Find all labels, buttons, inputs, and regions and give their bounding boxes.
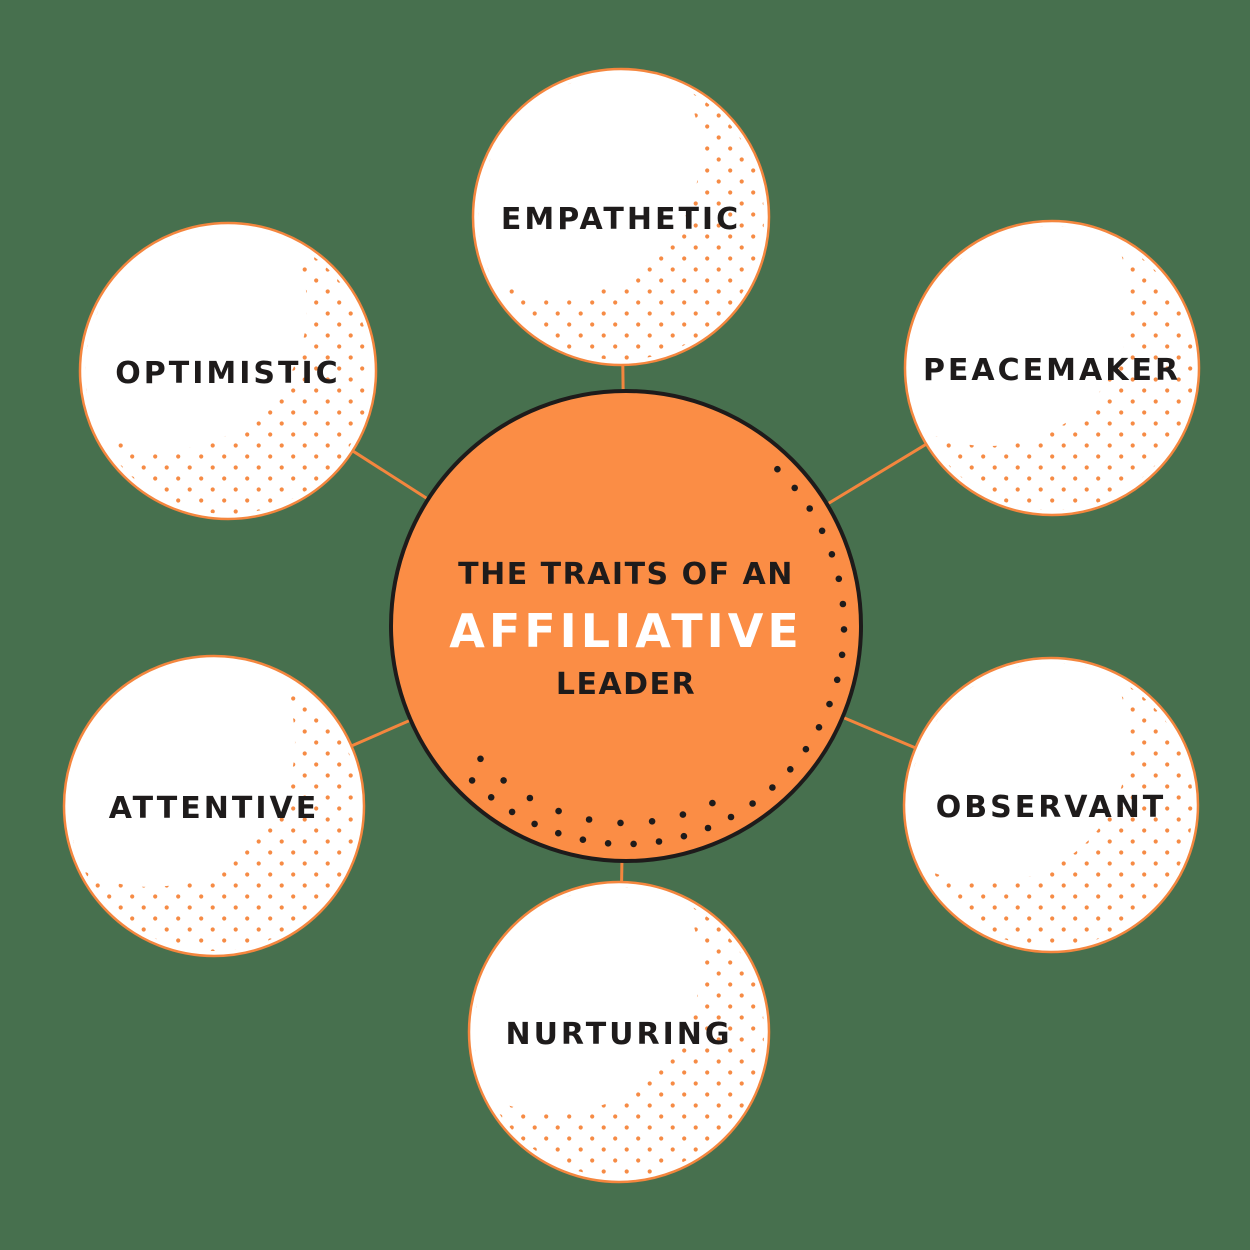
center-dots — [468, 465, 848, 848]
center-dot — [655, 838, 663, 845]
center-dot — [835, 575, 843, 583]
center-dot — [579, 836, 587, 843]
center-dot — [617, 819, 624, 827]
center-dot — [769, 784, 776, 791]
trait-circle-observant: OBSERVANT — [902, 656, 1200, 954]
center-dot — [828, 551, 836, 558]
center-dot — [840, 626, 848, 633]
dot-crescent — [474, 887, 764, 1177]
center-dot — [818, 527, 826, 535]
center-dot — [526, 794, 534, 802]
center-title-pre: THE TRAITS OF AN — [458, 557, 794, 592]
center-dot — [787, 766, 794, 773]
center-title-main: AFFILIATIVE — [449, 604, 803, 658]
trait-label-empathetic: EMPATHETIC — [501, 202, 741, 237]
trait-circle-attentive: ATTENTIVE — [62, 654, 366, 958]
dot-crescent — [69, 661, 359, 951]
center-dot — [487, 794, 495, 801]
trait-label-optimistic: OPTIMISTIC — [115, 356, 340, 391]
trait-circle-peacemaker: PEACEMAKER — [903, 219, 1201, 517]
center-dot — [838, 651, 846, 659]
center-dot — [749, 800, 756, 807]
trait-circle-optimistic: OPTIMISTIC — [78, 221, 378, 521]
center-dot — [531, 820, 538, 828]
center-dot — [679, 811, 687, 818]
center-dot — [680, 832, 688, 840]
center-dot — [815, 724, 823, 731]
trait-label-observant: OBSERVANT — [936, 790, 1167, 825]
center-dot — [585, 816, 593, 823]
dot-crescent — [478, 74, 764, 360]
center-circle — [389, 389, 863, 863]
center-dot — [839, 600, 847, 608]
center-dot — [802, 745, 810, 753]
trait-circle-nurturing: NURTURING — [467, 880, 771, 1184]
center-circle-group: THE TRAITS OF AN AFFILIATIVE LEADER — [389, 389, 863, 863]
trait-label-attentive: ATTENTIVE — [109, 791, 319, 826]
trait-circle-empathetic: EMPATHETIC — [471, 67, 771, 367]
dot-crescent — [910, 226, 1194, 510]
dot-crescent — [909, 663, 1193, 947]
trait-label-peacemaker: PEACEMAKER — [923, 353, 1181, 388]
center-dot — [833, 676, 841, 684]
center-dot — [826, 700, 833, 708]
trait-label-nurturing: NURTURING — [505, 1017, 732, 1052]
dot-crescent — [85, 228, 371, 514]
center-dot — [704, 824, 712, 832]
center-dot — [468, 777, 476, 784]
center-dot — [477, 755, 484, 763]
center-dot — [500, 777, 507, 784]
center-dot — [508, 808, 516, 816]
center-dot — [630, 840, 637, 848]
center-dot — [709, 799, 716, 807]
center-dot — [604, 840, 612, 847]
center-dot — [648, 818, 656, 825]
center-dot — [774, 465, 781, 473]
center-dot — [727, 813, 735, 821]
center-dot — [806, 505, 813, 512]
center-dot — [791, 484, 798, 492]
center-title-post: LEADER — [556, 667, 696, 702]
center-dot — [555, 829, 562, 837]
center-dot — [555, 807, 562, 815]
